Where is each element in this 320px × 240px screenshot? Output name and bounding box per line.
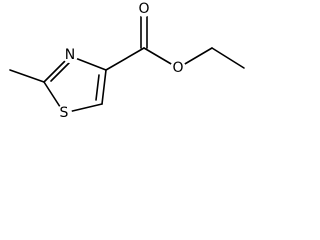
- chemical-structure: N S O O: [9, 1, 245, 121]
- bond-ch2-ch3: [211, 47, 245, 69]
- bond-c4-c5: [101, 69, 107, 105]
- bond-c4-carbonyl: [105, 47, 145, 71]
- atom-nitrogen-label: N: [65, 47, 75, 63]
- atom-sulfur-label: S: [60, 105, 69, 121]
- bond-methyl-c2: [9, 69, 45, 83]
- bond-c2-n3-inner: [50, 62, 70, 82]
- atom-nitrogen: N: [62, 47, 78, 63]
- atom-ester-oxygen: O: [170, 60, 186, 76]
- atom-ester-oxygen-label: O: [172, 60, 183, 76]
- atom-carbonyl-oxygen-label: O: [138, 1, 149, 17]
- atom-sulfur: S: [56, 105, 72, 121]
- bond-c4-c5-inner: [95, 74, 100, 101]
- atom-carbonyl-oxygen: O: [136, 1, 152, 17]
